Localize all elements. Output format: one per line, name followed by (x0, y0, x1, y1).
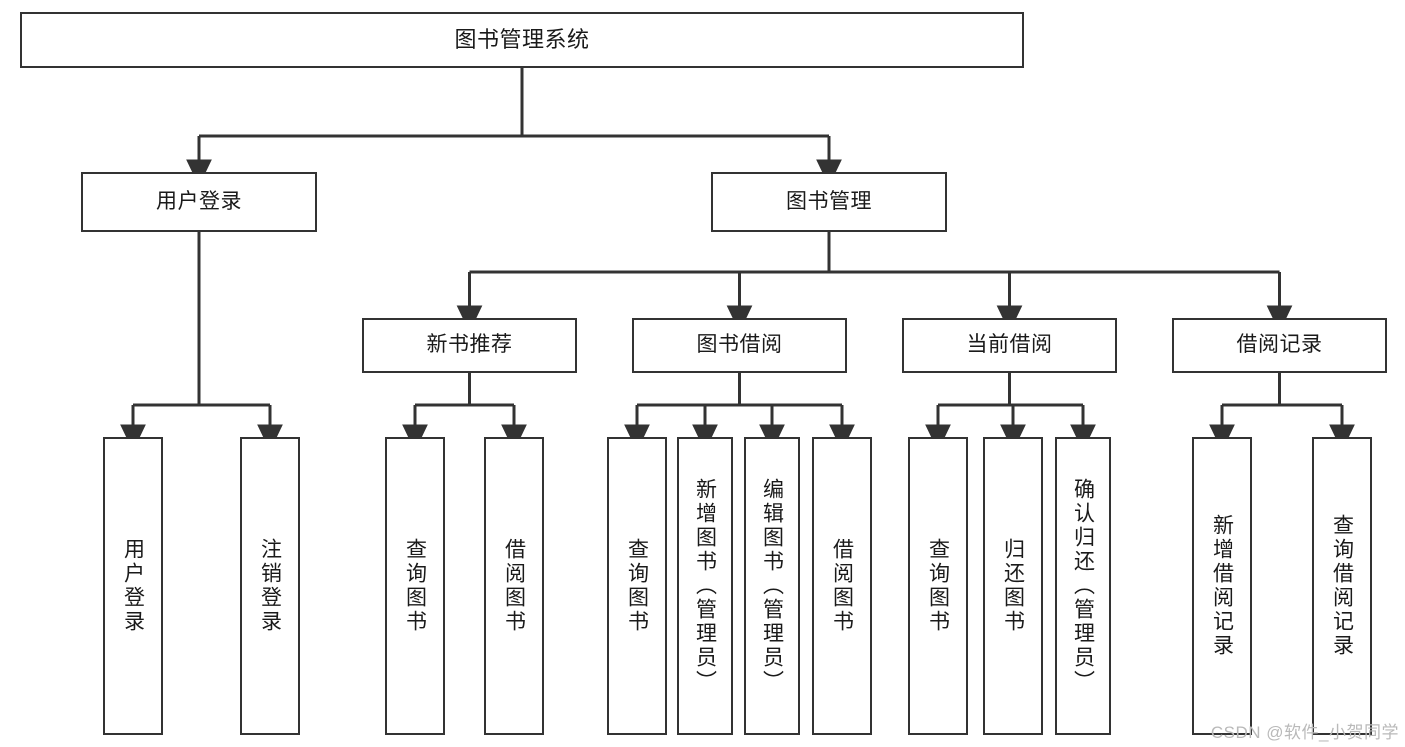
node-label: 新增借阅记录 (1210, 514, 1234, 658)
leaf-query-book-recommend[interactable]: 查询图书 (385, 437, 445, 735)
watermark: CSDN @软件_小贺同学 (1210, 723, 1399, 742)
node-label: 归还图书 (1001, 538, 1025, 634)
node-label: 用户登录 (156, 189, 242, 213)
leaf-return-book[interactable]: 归还图书 (983, 437, 1043, 735)
node-label: 借阅图书 (830, 538, 854, 634)
node-label: 注销登录 (258, 538, 282, 634)
leaf-edit-book-admin[interactable]: 编辑图书（管理员） (744, 437, 800, 735)
node-label: 图书借阅 (696, 333, 783, 357)
node-label: 确认归还（管理员） (1071, 478, 1095, 694)
node-label: 借阅图书 (502, 538, 526, 634)
leaf-borrow-book-recommend[interactable]: 借阅图书 (484, 437, 544, 735)
leaf-query-borrow-record[interactable]: 查询借阅记录 (1312, 437, 1372, 735)
node-current-borrow[interactable]: 当前借阅 (902, 318, 1117, 373)
node-user-login[interactable]: 用户登录 (81, 172, 317, 232)
node-label: 新书推荐 (426, 333, 513, 357)
node-label: 借阅记录 (1236, 333, 1323, 357)
node-label: 用户登录 (121, 538, 145, 634)
node-label: 查询借阅记录 (1330, 514, 1354, 658)
node-label: 编辑图书（管理员） (760, 478, 784, 694)
leaf-add-borrow-record[interactable]: 新增借阅记录 (1192, 437, 1252, 735)
node-label: 查询图书 (926, 538, 950, 634)
node-label: 当前借阅 (966, 333, 1053, 357)
node-label: 图书管理系统 (454, 27, 590, 53)
leaf-logout[interactable]: 注销登录 (240, 437, 300, 735)
node-label: 图书管理 (786, 189, 872, 213)
leaf-confirm-return-admin[interactable]: 确认归还（管理员） (1055, 437, 1111, 735)
node-root-system[interactable]: 图书管理系统 (20, 12, 1024, 68)
node-book-borrow[interactable]: 图书借阅 (632, 318, 847, 373)
node-borrow-record[interactable]: 借阅记录 (1172, 318, 1387, 373)
node-new-book-recommend[interactable]: 新书推荐 (362, 318, 577, 373)
node-label: 新增图书（管理员） (693, 478, 717, 694)
node-book-management[interactable]: 图书管理 (711, 172, 947, 232)
leaf-add-book-admin[interactable]: 新增图书（管理员） (677, 437, 733, 735)
node-label: 查询图书 (403, 538, 427, 634)
node-label: 查询图书 (625, 538, 649, 634)
leaf-user-login[interactable]: 用户登录 (103, 437, 163, 735)
leaf-borrow-book-borrow[interactable]: 借阅图书 (812, 437, 872, 735)
leaf-query-book-borrow[interactable]: 查询图书 (607, 437, 667, 735)
leaf-query-book-current[interactable]: 查询图书 (908, 437, 968, 735)
